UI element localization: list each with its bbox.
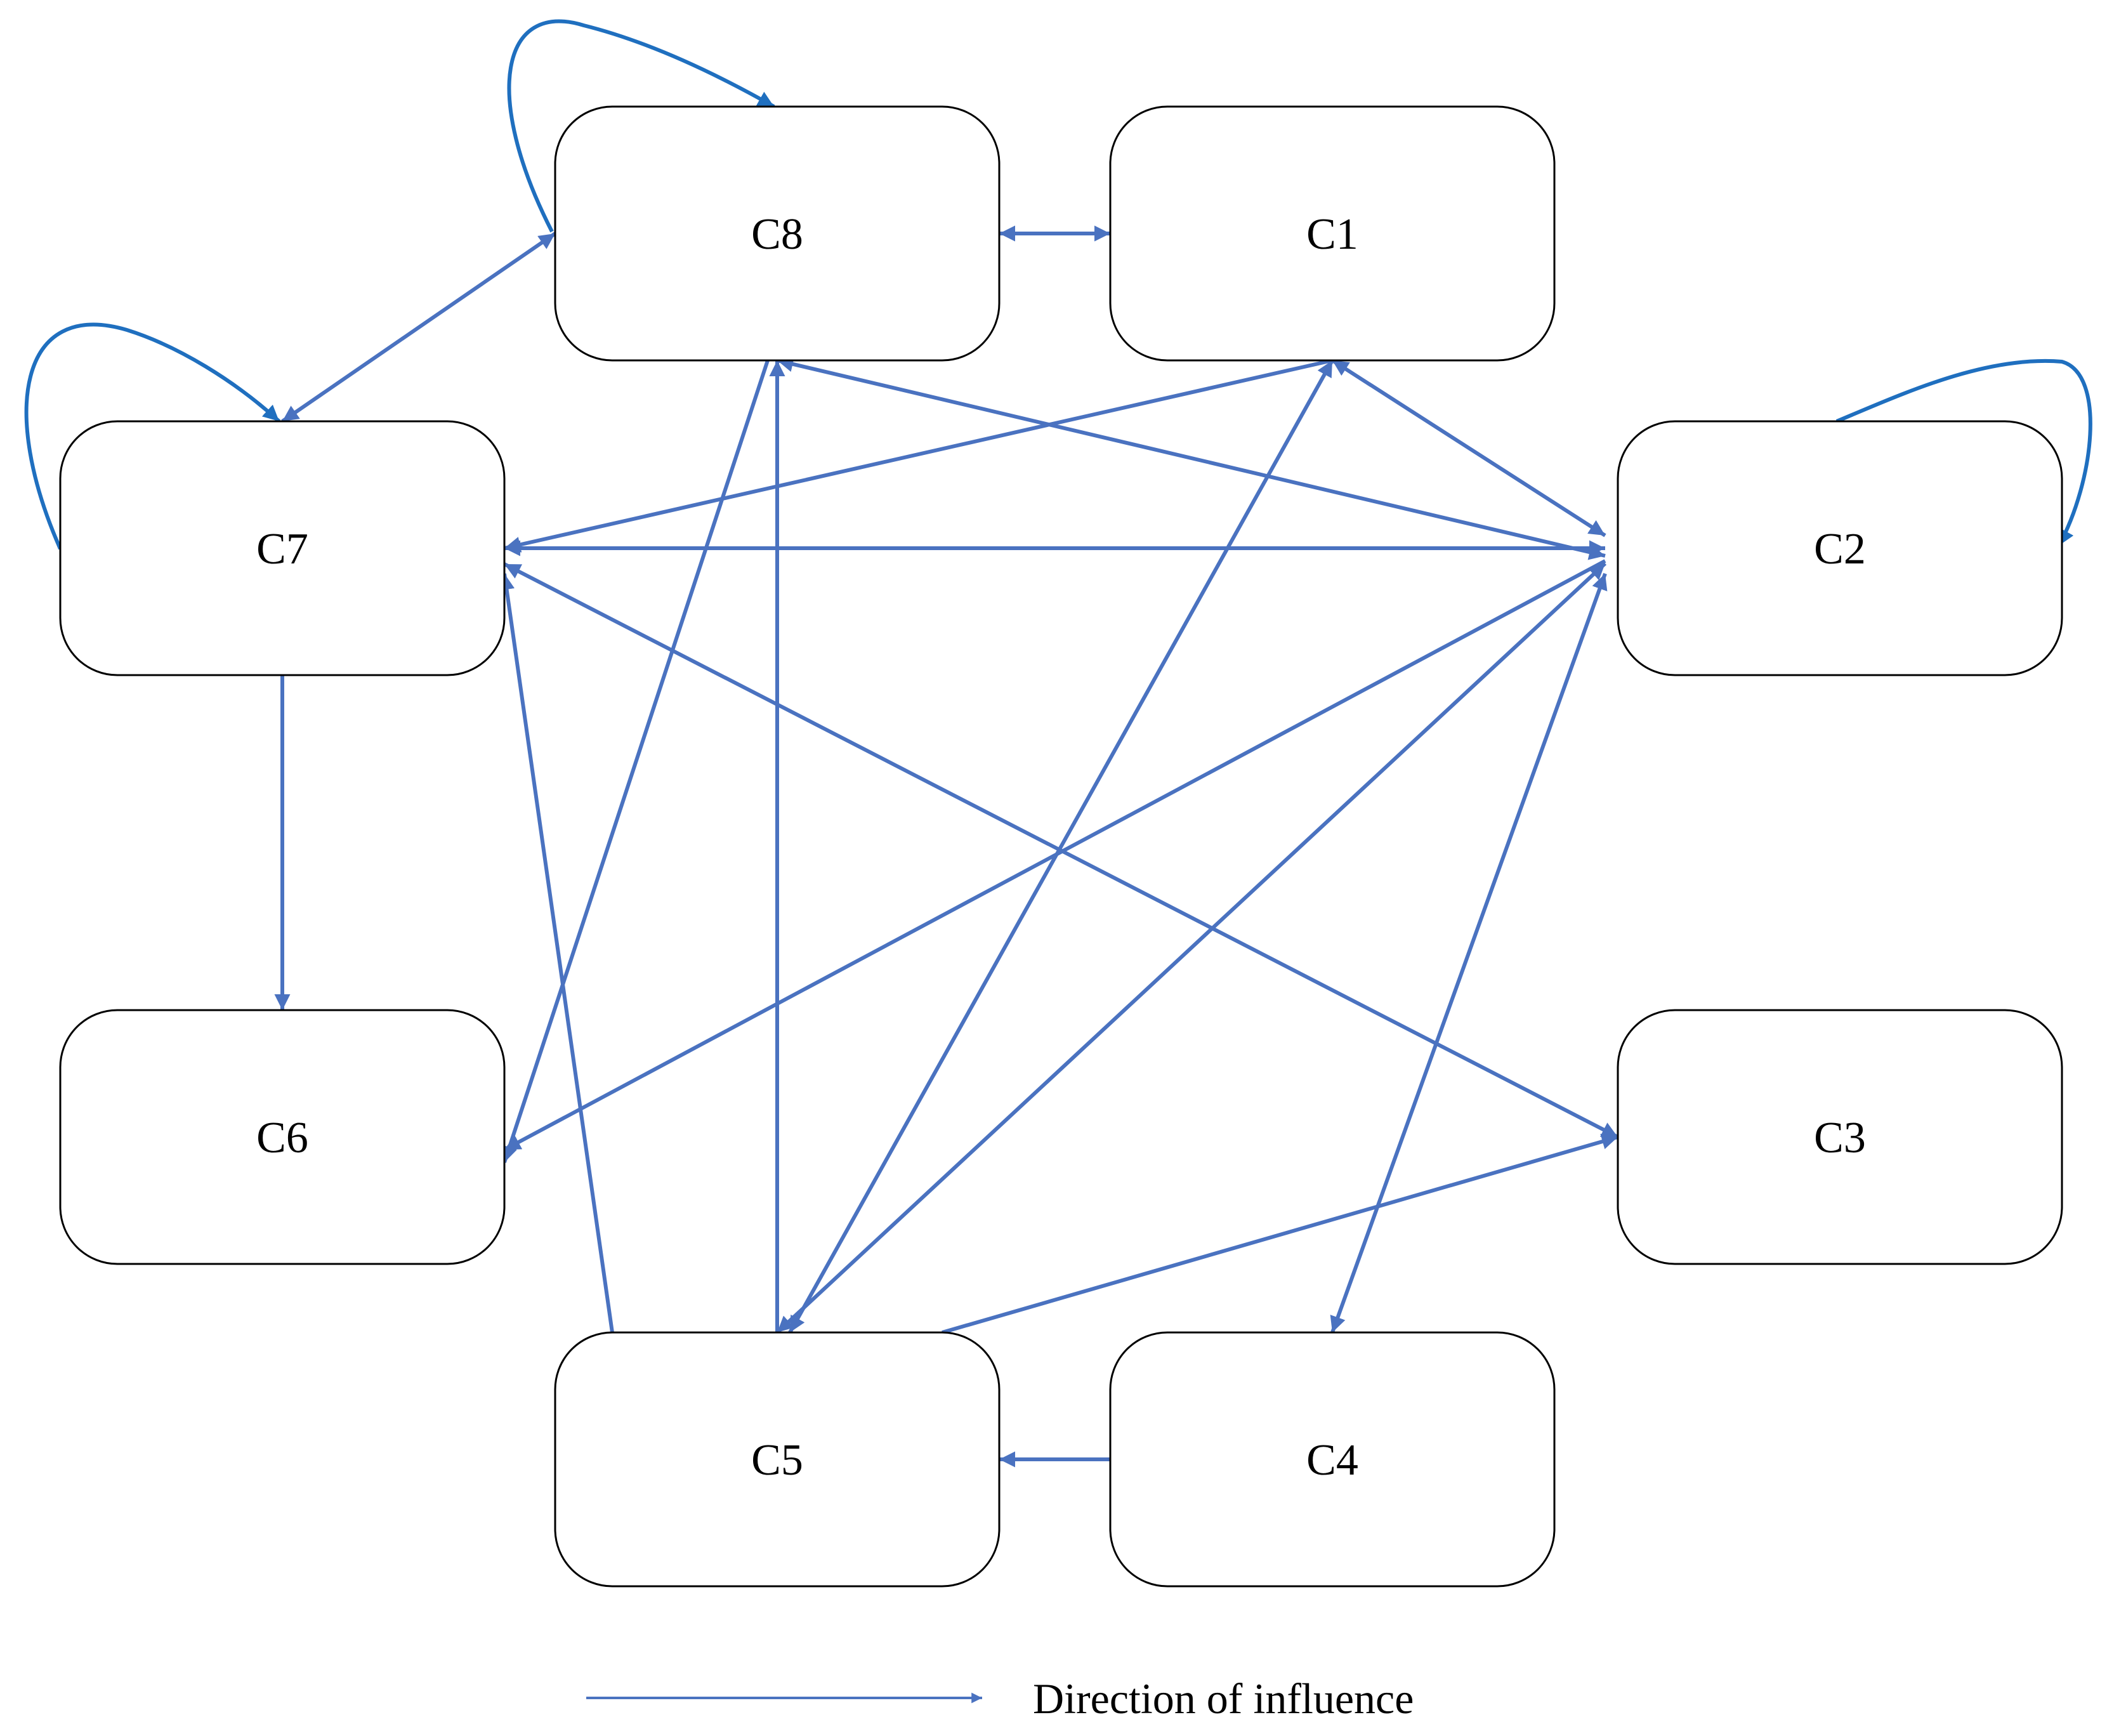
- node-box: [59, 1009, 506, 1265]
- node-label: C7: [256, 525, 308, 574]
- edge-c5-c7: [499, 573, 614, 1333]
- node-c1: C1: [1109, 105, 1556, 362]
- edge-c2-c4: [1330, 572, 1608, 1334]
- node-box: [554, 105, 1001, 362]
- self-loops-layer: [24, 19, 2092, 550]
- node-box: [554, 1331, 1001, 1588]
- legend-label: Direction of influence: [1033, 1674, 1414, 1723]
- node-c5: C5: [554, 1331, 1001, 1588]
- legend: Direction of influence: [586, 1674, 1414, 1723]
- node-box: [1109, 105, 1556, 362]
- edge-c8-c6: [501, 360, 770, 1163]
- edge-c5-c1: [788, 359, 1334, 1334]
- node-label: C1: [1306, 210, 1358, 259]
- edge-c5-c3: [942, 1133, 1618, 1334]
- node-label: C8: [751, 210, 803, 259]
- node-box: [1617, 1009, 2063, 1265]
- edge-c1-c7: [504, 358, 1333, 553]
- node-c3: C3: [1617, 1009, 2063, 1265]
- self-loop-c7: [24, 322, 281, 550]
- self-loop-c8: [507, 19, 775, 233]
- node-label: C3: [1814, 1114, 1866, 1162]
- node-label: C5: [751, 1436, 803, 1485]
- node-label: C4: [1306, 1436, 1358, 1485]
- node-c6: C6: [59, 1009, 506, 1265]
- edges-layer: [274, 225, 1619, 1468]
- edge-c1-c2: [1331, 358, 1606, 537]
- node-box: [1617, 420, 2063, 676]
- node-box: [59, 420, 506, 676]
- node-c8: C8: [554, 105, 1001, 362]
- edge-c8-c7: [281, 232, 556, 423]
- node-box: [1109, 1331, 1556, 1588]
- node-c7: C7: [59, 420, 506, 676]
- self-loop-c2: [1835, 359, 2092, 547]
- node-label: C2: [1814, 525, 1866, 574]
- node-label: C6: [256, 1114, 308, 1162]
- node-c4: C4: [1109, 1331, 1556, 1588]
- edge-c2-c5: [775, 562, 1607, 1334]
- node-c2: C2: [1617, 420, 2063, 676]
